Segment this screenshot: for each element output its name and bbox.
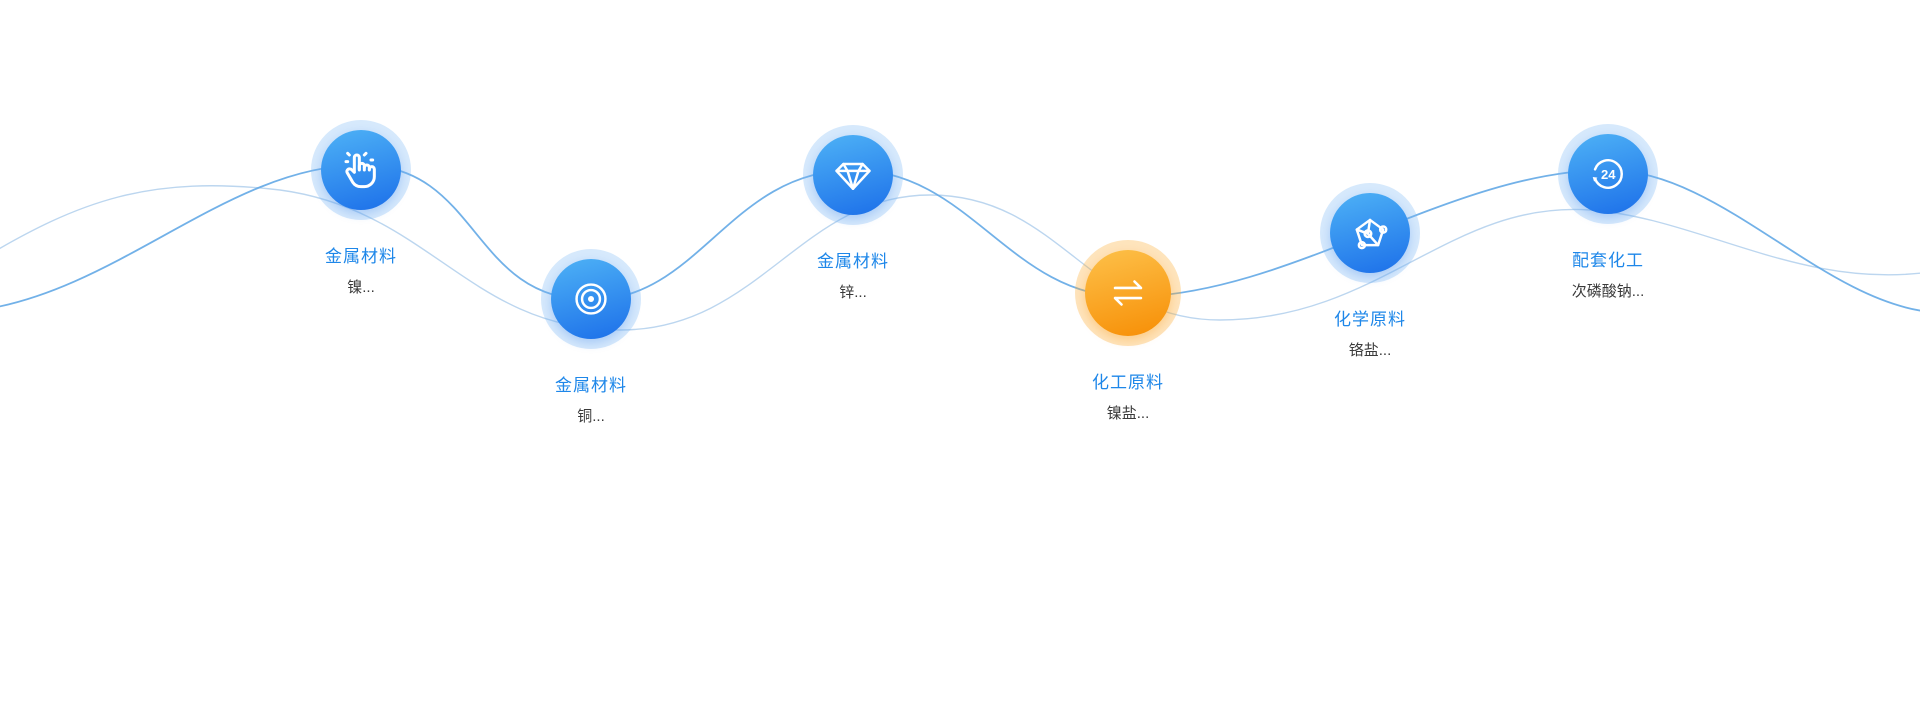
product-label: 锌... [839, 284, 867, 301]
category-node-chemical-raw[interactable]: 化工原料 镍盐... [1075, 240, 1181, 423]
node-halo [311, 120, 411, 220]
node-circle[interactable] [813, 135, 893, 215]
category-label[interactable]: 金属材料 [555, 376, 627, 395]
product-label: 铜... [577, 408, 605, 425]
hand-click-icon [344, 151, 376, 189]
product-label: 镍... [347, 279, 375, 296]
node-circle[interactable] [1085, 250, 1171, 336]
clock-24-text: 24 [1601, 167, 1616, 182]
node-halo [1320, 183, 1420, 283]
product-label: 铬盐... [1348, 342, 1392, 359]
category-label[interactable]: 化工原料 [1092, 373, 1164, 392]
category-label[interactable]: 金属材料 [817, 252, 889, 271]
category-node-supporting-chemicals[interactable]: 24 配套化工 次磷酸钠... [1558, 124, 1658, 301]
diamond-icon [835, 162, 871, 190]
category-label[interactable]: 配套化工 [1572, 251, 1644, 270]
category-label[interactable]: 金属材料 [325, 247, 397, 266]
category-node-metal-zinc[interactable]: 金属材料 锌... [803, 125, 903, 302]
product-label: 镍盐... [1106, 405, 1150, 422]
node-halo: 24 [1558, 124, 1658, 224]
molecule-icon [1355, 218, 1388, 250]
node-circle[interactable] [551, 259, 631, 339]
category-node-metal-nickel[interactable]: 金属材料 镍... [311, 120, 411, 297]
exchange-icon [1113, 280, 1143, 306]
clock-24-icon: 24 [1592, 159, 1623, 189]
category-node-chemical-materials[interactable]: 化学原料 铬盐... [1320, 183, 1420, 360]
node-circle[interactable] [321, 130, 401, 210]
node-circle[interactable]: 24 [1568, 134, 1648, 214]
node-halo [803, 125, 903, 225]
radar-icon [575, 283, 607, 315]
node-circle[interactable] [1330, 193, 1410, 273]
node-halo [1075, 240, 1181, 346]
category-node-metal-copper[interactable]: 金属材料 铜... [541, 249, 641, 426]
category-label[interactable]: 化学原料 [1334, 310, 1406, 329]
node-halo [541, 249, 641, 349]
product-label: 次磷酸钠... [1571, 283, 1645, 300]
